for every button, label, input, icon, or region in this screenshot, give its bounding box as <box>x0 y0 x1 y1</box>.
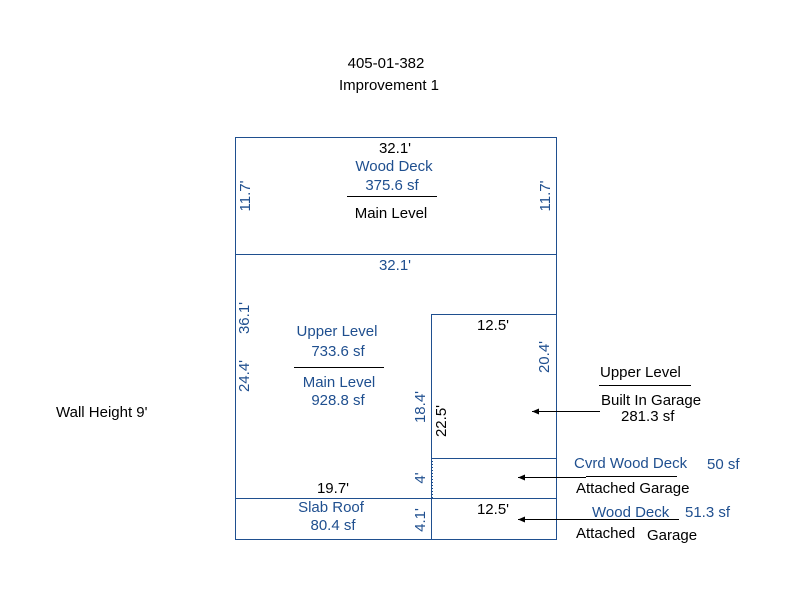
main-block-inner-dimension: 18.4' <box>412 391 429 423</box>
main-level-area: 928.8 sf <box>311 392 365 409</box>
callout-deck-name: Wood Deck <box>592 504 670 521</box>
main-block-left-dimension-upper: 36.1' <box>236 302 253 334</box>
main-block-outline <box>235 254 557 499</box>
improvement-title: Improvement 1 <box>339 77 439 94</box>
parcel-id: 405-01-382 <box>348 55 425 72</box>
main-block-left-dimension-lower: 24.4' <box>236 360 253 392</box>
top-deck-top-dimension: 32.1' <box>379 140 411 157</box>
garage-right-dimension: 20.4' <box>536 341 553 373</box>
callout-deck-base-2: Garage <box>647 527 697 544</box>
top-deck-name: Wood Deck <box>355 158 433 175</box>
building-outline <box>235 137 557 540</box>
top-deck-right-dimension: 11.7' <box>537 180 554 211</box>
garage-outline <box>431 314 557 499</box>
top-deck-base-level: Main Level <box>355 205 428 222</box>
upper-level-area: 733.6 sf <box>311 343 365 360</box>
top-deck-area: 375.6 sf <box>365 177 419 194</box>
garage-left-dimension: 22.5' <box>433 405 450 437</box>
garage-top-dimension: 12.5' <box>477 317 509 334</box>
callout-garage-type: Built In Garage <box>601 392 701 409</box>
lower-deck-dimension: 12.5' <box>477 501 509 518</box>
callout-garage-upper-level: Upper Level <box>600 364 681 381</box>
main-block-step-dimension: 4' <box>412 472 429 483</box>
callout-deck-area: 51.3 sf <box>685 504 731 521</box>
callout-deck-base-1: Attached <box>576 525 635 542</box>
top-deck-left-dimension: 11.7' <box>237 180 254 211</box>
callout-cvrd-deck-base: Attached Garage <box>576 480 689 497</box>
slab-roof-side-dimension: 4.1' <box>412 508 429 532</box>
callout-garage-area: 281.3 sf <box>621 408 675 425</box>
slab-roof-name: Slab Roof <box>298 499 365 516</box>
main-level-name: Main Level <box>303 374 376 391</box>
wall-height-label: Wall Height 9' <box>56 404 148 421</box>
slab-roof-area: 80.4 sf <box>310 517 356 534</box>
callout-cvrd-deck-area: 50 sf <box>707 456 740 473</box>
callout-cvrd-deck-name: Cvrd Wood Deck <box>574 455 688 472</box>
main-block-bottom-dimension: 19.7' <box>317 480 349 497</box>
upper-level-name: Upper Level <box>297 323 378 340</box>
main-block-top-dimension: 32.1' <box>379 257 411 274</box>
